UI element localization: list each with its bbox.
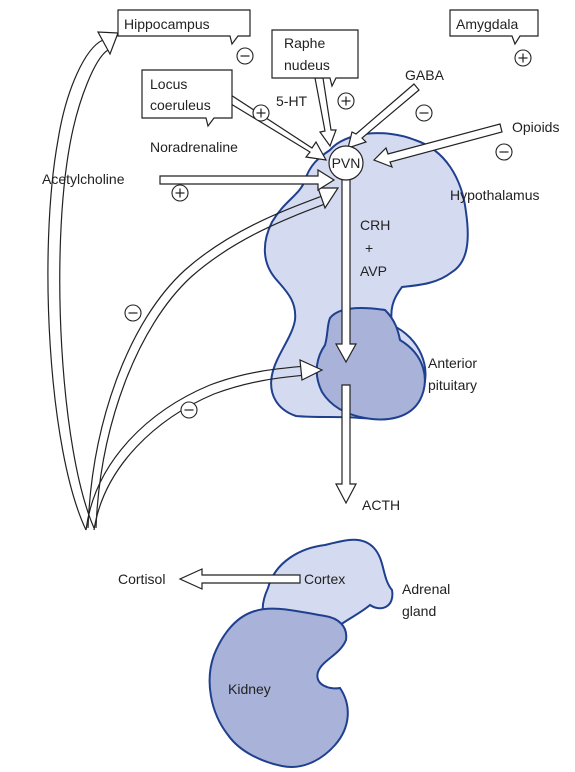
raphe-label-line2: nudeus xyxy=(284,57,330,73)
sign-hippocampus xyxy=(237,48,253,64)
sign-raphe xyxy=(338,93,354,109)
locus-label-line2: coeruleus xyxy=(150,97,211,113)
hypothalamus-label: Hypothalamus xyxy=(450,187,540,203)
arrowhead-hippocampus xyxy=(98,32,118,54)
hippocampus-label: Hippocampus xyxy=(124,16,210,32)
gland-label: gland xyxy=(402,603,436,619)
cortisol-label: Cortisol xyxy=(118,571,165,587)
anterior-label: Anterior xyxy=(428,355,477,371)
pvn-label: PVN xyxy=(332,155,361,171)
acth-label: ACTH xyxy=(362,497,400,513)
arrow-raphe-to-pvn xyxy=(315,78,336,146)
sign-feedback-hypothalamus xyxy=(125,305,141,321)
anterior-pituitary-region xyxy=(317,308,425,419)
five-ht-label: 5-HT xyxy=(276,93,308,109)
sign-gaba xyxy=(416,105,432,121)
sign-acetylcholine xyxy=(172,185,188,201)
cortex-label: Cortex xyxy=(304,571,345,587)
amygdala-label: Amygdala xyxy=(456,16,518,32)
acetylcholine-label: Acetylcholine xyxy=(42,171,125,187)
opioids-label: Opioids xyxy=(512,119,559,135)
feedback-loop-hippocampus-inner xyxy=(60,50,108,528)
sign-amygdala xyxy=(515,50,531,66)
noradrenaline-label: Noradrenaline xyxy=(150,139,238,155)
locus-label-line1: Locus xyxy=(150,76,187,92)
feedback-loop-hippocampus xyxy=(48,40,103,530)
plus-label: + xyxy=(365,240,373,256)
sign-opioids xyxy=(496,144,512,160)
sign-feedback-pituitary xyxy=(181,402,197,418)
sign-locus xyxy=(253,105,269,121)
adrenal-label: Adrenal xyxy=(402,581,450,597)
pituitary-label: pituitary xyxy=(428,377,477,393)
avp-label: AVP xyxy=(360,263,387,279)
gaba-label: GABA xyxy=(405,67,445,83)
crh-label: CRH xyxy=(360,217,390,233)
raphe-label-line1: Raphe xyxy=(284,35,325,51)
kidney-label: Kidney xyxy=(228,681,271,697)
